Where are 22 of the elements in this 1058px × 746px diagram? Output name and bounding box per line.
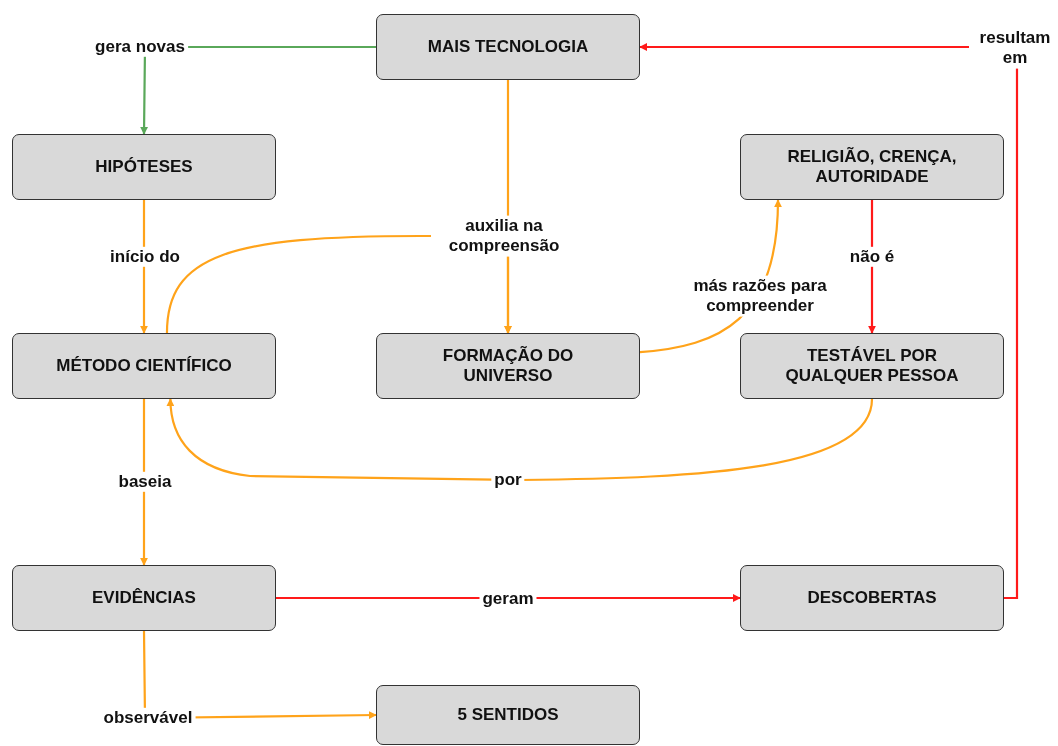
concept-text: HIPÓTESES <box>95 156 193 178</box>
arrow <box>166 398 874 482</box>
concept-text: FORMAÇÃO DO UNIVERSO <box>441 345 575 387</box>
concept-text: DESCOBERTAS <box>807 587 937 609</box>
concept-box <box>376 333 640 399</box>
concept-text: EVIDÊNCIAS <box>92 587 196 609</box>
concept-text: 5 SENTIDOS <box>457 704 559 726</box>
concept-box <box>740 565 1004 631</box>
concept-box <box>12 565 276 631</box>
concept-box <box>740 134 1004 200</box>
concept-box <box>12 333 276 399</box>
concept-box <box>12 134 276 200</box>
concept-box <box>740 333 1004 399</box>
concept-text: RELIGIÃO, CRENÇA, AUTORIDADE <box>786 146 958 188</box>
concept-box <box>376 14 640 80</box>
concept-text: MAIS TECNOLOGIA <box>427 36 589 58</box>
arrow <box>276 594 741 602</box>
concept-text: TESTÁVEL POR QUALQUER PESSOA <box>784 345 960 387</box>
concept-text: MÉTODO CIENTÍFICO <box>56 355 232 377</box>
concept-box <box>376 685 640 745</box>
arrow <box>140 399 148 566</box>
arrow <box>639 43 1019 600</box>
